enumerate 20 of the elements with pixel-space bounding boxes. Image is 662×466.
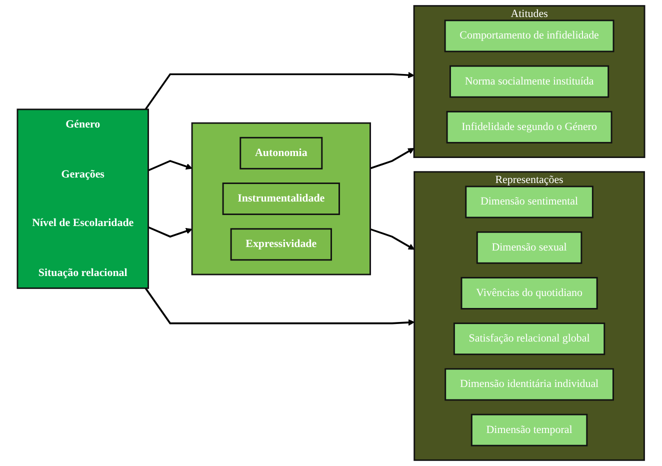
cluster xyxy=(191,122,371,276)
node-box: Satisfação relacional global xyxy=(453,322,606,356)
node-box: Género Gerações Nível de Escolaridade Situação relacional xyxy=(16,108,149,289)
node-box: Autonomia xyxy=(240,136,323,170)
arrow xyxy=(370,228,415,250)
node-box: Dimensão identitária individual xyxy=(444,368,614,401)
arrow xyxy=(144,288,415,326)
arrow xyxy=(370,148,414,170)
node-box: Dimensão temporal xyxy=(470,414,588,446)
arrow xyxy=(148,226,192,238)
node-box: Dimensão sexual xyxy=(476,231,582,264)
node-box: Expressividade xyxy=(230,228,332,261)
arrow xyxy=(144,72,414,110)
node-box: Vivências do quotidiano xyxy=(460,276,598,310)
node-box: Infidelidade segundo o Género xyxy=(446,110,612,144)
node-box: Dimensão sentimental xyxy=(465,186,594,218)
node-box: Norma socialmente instituída xyxy=(450,65,610,98)
node-box: Comportamento de infidelidade xyxy=(444,20,614,52)
arrow xyxy=(148,160,192,172)
node-box: Instrumentalidade xyxy=(222,182,340,216)
